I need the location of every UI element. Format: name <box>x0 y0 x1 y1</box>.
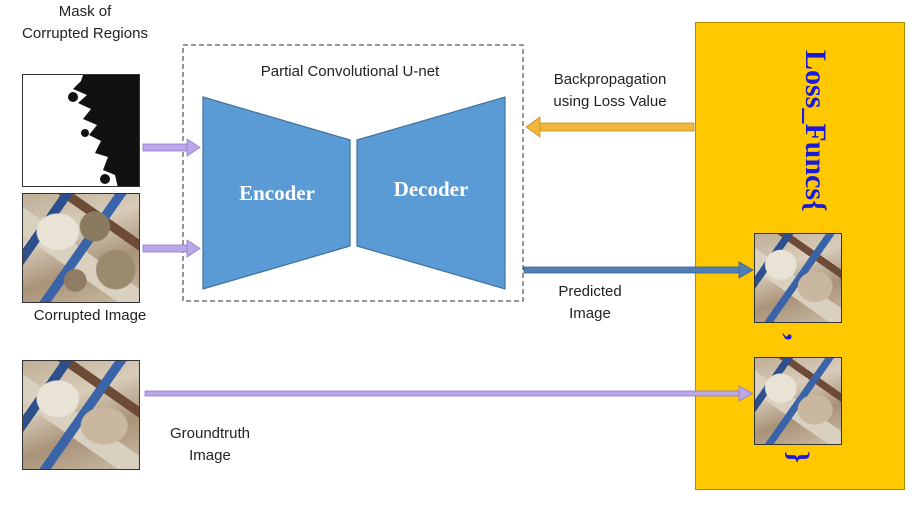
predicted-label-line2: Image <box>569 305 611 322</box>
loss-function-label: Loss_Funcs{ <box>799 50 832 212</box>
encoder-text: Encoder <box>239 181 315 205</box>
groundtruth-label-line2: Image <box>189 447 231 464</box>
decoder-text: Decoder <box>394 177 469 201</box>
corrupted-image-label: Corrupted Image <box>33 307 147 324</box>
network-title: Partial Convolutional U-net <box>260 63 440 80</box>
groundtruth-image-in-loss <box>754 357 842 445</box>
backprop-label-line2: using Loss Value <box>553 93 667 110</box>
groundtruth-image <box>22 360 140 470</box>
encoder-block <box>202 96 351 290</box>
corrupted-input-arrow <box>142 239 201 258</box>
backprop-label-line1: Backpropagation <box>553 71 667 88</box>
predicted-image-in-loss <box>754 233 842 323</box>
decoder-block <box>356 96 506 290</box>
mask-shape <box>68 75 139 186</box>
mask-label-line2: Corrupted Regions <box>22 25 148 42</box>
mask-image <box>22 74 140 187</box>
groundtruth-arrow <box>144 385 754 402</box>
groundtruth-label-line1: Groundtruth <box>169 425 251 442</box>
predicted-output-arrow <box>523 261 754 279</box>
mask-input-arrow <box>142 138 201 157</box>
unet-boundary <box>182 44 524 302</box>
predicted-label-line1: Predicted <box>558 283 622 300</box>
mask-label-line1: Mask of <box>58 3 112 20</box>
backprop-arrow <box>525 116 695 138</box>
corrupted-image <box>22 193 140 303</box>
